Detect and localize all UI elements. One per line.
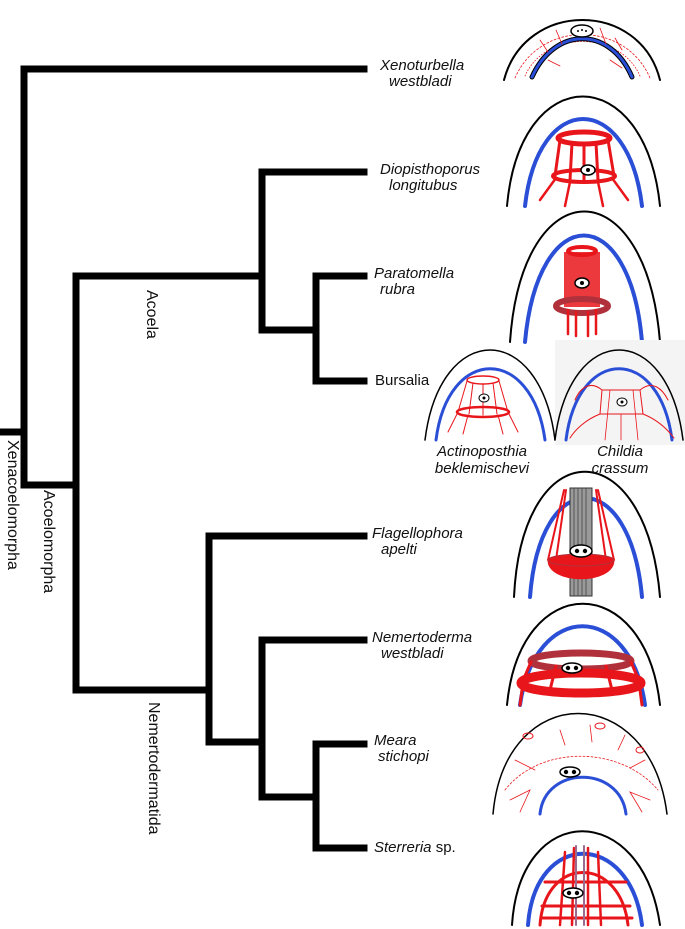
tip-epithet: westbladi: [389, 73, 452, 90]
tip-label-xenoturbella: Xenoturbella westbladi: [380, 58, 464, 90]
caption-genus: Actinoposthia: [436, 443, 528, 460]
tip-genus: Flagellophora: [372, 525, 463, 542]
clade-label-acoela: Acoela: [143, 290, 160, 339]
tip-label-meara: Meara stichopi: [374, 733, 429, 765]
caption-epithet: crassum: [591, 460, 649, 477]
tip-name: Bursalia: [375, 372, 430, 389]
illustration-nemertoderma: [506, 602, 661, 707]
tip-epithet: westbladi: [381, 645, 444, 662]
caption-epithet: beklemischevi: [434, 460, 530, 477]
illustration-childia: [554, 340, 685, 445]
illustration-actinoposthia: [424, 349, 556, 442]
tip-genus: Meara: [374, 732, 417, 749]
phylogenetic-tree: [0, 65, 368, 852]
tip-label-paratomella: Paratomella rubra: [374, 266, 454, 298]
caption-actinoposthia: Actinoposthia beklemischevi: [412, 443, 552, 477]
clade-label-nemertodermatida: Nemertodermatida: [145, 702, 162, 835]
illustration-xenoturbella: [503, 19, 661, 81]
tip-suffix: sp.: [435, 839, 456, 856]
tip-genus: Xenoturbella: [380, 57, 465, 74]
tip-label-sterreria: Sterreria sp.: [374, 840, 456, 856]
tip-label-diopisthoporus: Diopisthoporus longitubus: [380, 162, 480, 194]
tip-genus: Nemertoderma: [372, 629, 473, 646]
clade-label-acoelomorpha: Acoelomorpha: [40, 490, 57, 594]
clade-label-xenacoelomorpha: Xenacoelomorpha: [4, 440, 21, 570]
tip-genus: Paratomella: [374, 265, 455, 282]
illustration-paratomella: [509, 210, 661, 344]
tip-genus: Sterreria: [374, 839, 432, 856]
illustration-flagellophora: [513, 470, 661, 599]
illustration-meara: [492, 712, 668, 816]
caption-genus: Childia: [597, 443, 643, 460]
tip-label-nemertoderma: Nemertoderma westbladi: [372, 630, 472, 662]
tip-genus: Diopisthoporus: [380, 161, 481, 178]
tip-epithet: longitubus: [389, 177, 458, 194]
tip-epithet: apelti: [381, 541, 417, 558]
tip-label-bursalia: Bursalia: [375, 373, 429, 389]
tip-label-flagellophora: Flagellophora apelti: [372, 526, 463, 558]
tip-epithet: rubra: [380, 281, 416, 298]
illustration-diopisthoporus: [506, 95, 661, 208]
tip-epithet: stichopi: [378, 748, 429, 765]
illustration-sterreria: [511, 830, 661, 927]
caption-childia: Childia crassum: [560, 443, 680, 477]
